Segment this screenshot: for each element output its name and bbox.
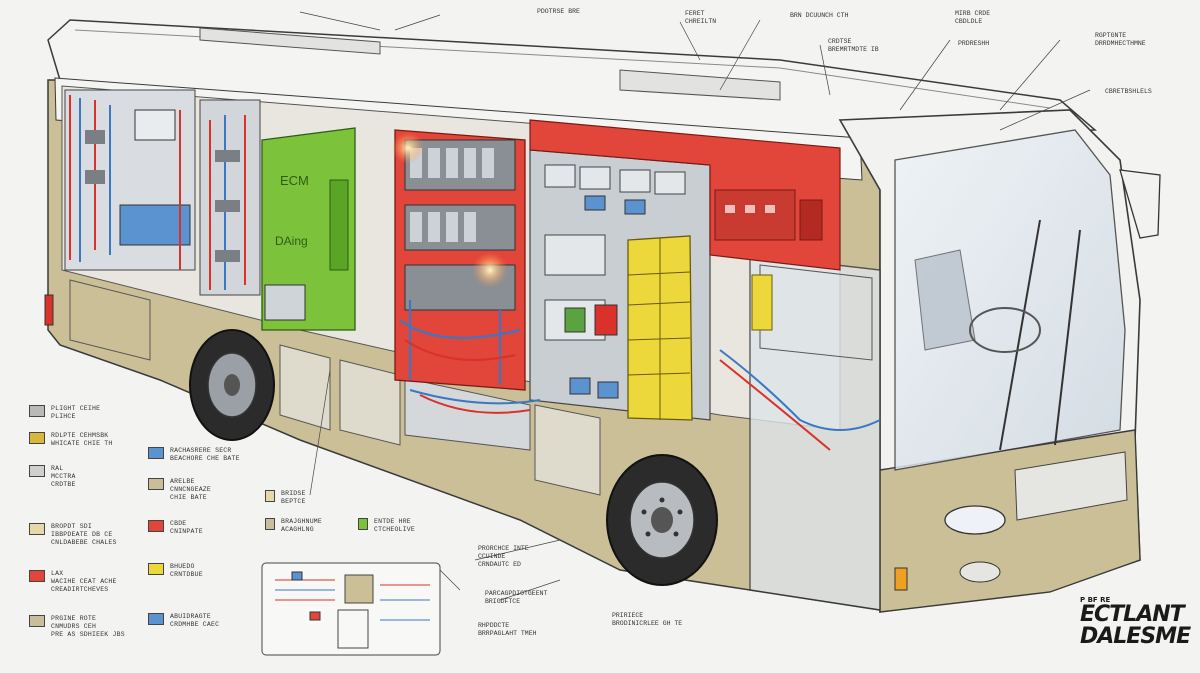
legend-text: CRNTDBUE bbox=[170, 571, 203, 578]
legend-swatch bbox=[29, 465, 45, 477]
yellow-cabinet bbox=[627, 235, 773, 421]
legend-text: ABUIDRAGTE bbox=[170, 613, 212, 620]
callout-label: PRDRESHH bbox=[958, 40, 990, 47]
legend-text: IBBPDEATE DB CE bbox=[51, 531, 113, 538]
legend-text: RAL bbox=[51, 465, 64, 472]
callout-label: PDOTRSE BRE bbox=[537, 8, 580, 15]
logo-line-2: DALESME bbox=[1080, 624, 1191, 649]
green-cabinet: ECM DAing bbox=[261, 127, 356, 331]
legend-text: CTCHEOLIVE bbox=[374, 526, 416, 533]
legend-text: BHUEDO bbox=[170, 563, 195, 570]
legend-swatch bbox=[29, 570, 45, 582]
wiring-harness bbox=[409, 349, 881, 431]
legend-text: RDLPTE CEHMSBK bbox=[51, 432, 109, 439]
legend-text: CREADIRTCHEVES bbox=[51, 586, 109, 593]
legend-text: BRAJGHNUME bbox=[281, 518, 323, 525]
callout-label: BRN DCUUNCH CTH bbox=[790, 12, 849, 19]
legend-text: CNLDABEBE CHALES bbox=[51, 539, 117, 546]
legend-text: CBDE bbox=[170, 520, 187, 527]
green-cabinet-label-bottom: DAing bbox=[275, 234, 308, 248]
legend-text: BROPDT SDI bbox=[51, 523, 93, 530]
legend-swatch bbox=[358, 518, 368, 530]
callout-label: PRIRIECE BRODINICRLEE GH TE bbox=[612, 612, 683, 627]
red-top-cabinet bbox=[529, 119, 841, 271]
callout-label: CBRETBSHLELS bbox=[1105, 88, 1152, 95]
legend-text: BEACHORE CHE BATE bbox=[170, 455, 240, 462]
legend-text: PRE AS SDHIEEK JBS bbox=[51, 631, 125, 638]
legend-swatch bbox=[265, 490, 275, 502]
logo-small-text: P BF RE bbox=[1080, 596, 1111, 604]
legend-text: CNINPATE bbox=[170, 528, 203, 535]
legend-text: ARELBE bbox=[170, 478, 195, 485]
legend-text: CNNCNGEAZE bbox=[170, 486, 212, 493]
legend-swatch bbox=[29, 405, 45, 417]
legend-text: RACHASRERE SECR bbox=[170, 447, 232, 454]
legend-swatch bbox=[148, 563, 164, 575]
legend-text: ACAGHLNG bbox=[281, 526, 314, 533]
callout-leaders bbox=[299, 11, 1091, 601]
callout-label: RHPDDCTE BRRPAGLAHT TMEH bbox=[478, 622, 537, 637]
legend-text: CRDTBE bbox=[51, 481, 76, 488]
green-cabinet-label-top: ECM bbox=[280, 173, 309, 188]
legend-swatch bbox=[148, 520, 164, 532]
legend-swatch bbox=[148, 613, 164, 625]
callout-label: PARCAGPDIOTGEENT BRIGDFTCE bbox=[485, 590, 548, 605]
inset-panel bbox=[261, 562, 441, 656]
brand-logo: P BF RE ECTLANT DALESME bbox=[1080, 596, 1195, 656]
legend-text: CNMUDRS CEH bbox=[51, 623, 97, 630]
legend-text: MCCTRA bbox=[51, 473, 76, 480]
front-wheel bbox=[606, 454, 718, 586]
rear-wheel bbox=[189, 329, 275, 441]
equipment-bay: ECM DAing bbox=[64, 89, 881, 451]
rear-rack bbox=[64, 89, 261, 296]
legend-swatch bbox=[265, 518, 275, 530]
legend-swatch bbox=[29, 432, 45, 444]
legend-swatch bbox=[29, 615, 45, 627]
red-switchgear bbox=[392, 129, 526, 391]
legend-text: PLIHCE bbox=[51, 413, 76, 420]
legend-text: BRIDSE bbox=[281, 490, 306, 497]
legend-text: CRDMHBE CAEC bbox=[170, 621, 220, 628]
legend-text: ENTDE HRE bbox=[374, 518, 411, 525]
legend-swatch bbox=[29, 523, 45, 535]
legend-swatch bbox=[148, 478, 164, 490]
legend-text: PRGINE ROTE bbox=[51, 615, 97, 622]
logo-line-1: ECTLANT bbox=[1080, 602, 1185, 627]
legend-text: LAX bbox=[51, 570, 64, 577]
legend-text: PLIGHT CEIHE bbox=[51, 405, 101, 412]
legend-text: WHICATE CHIE TH bbox=[51, 440, 113, 447]
legend-text: BEPTCE bbox=[281, 498, 306, 505]
legend-swatch bbox=[148, 447, 164, 459]
legend-text: WACIHE CEAT ACHE bbox=[51, 578, 117, 585]
callout-label: PRORCHCE INTE CCUINDE CRNDAUTC ED bbox=[478, 545, 529, 568]
legend-text: CHIE BATE bbox=[170, 494, 207, 501]
